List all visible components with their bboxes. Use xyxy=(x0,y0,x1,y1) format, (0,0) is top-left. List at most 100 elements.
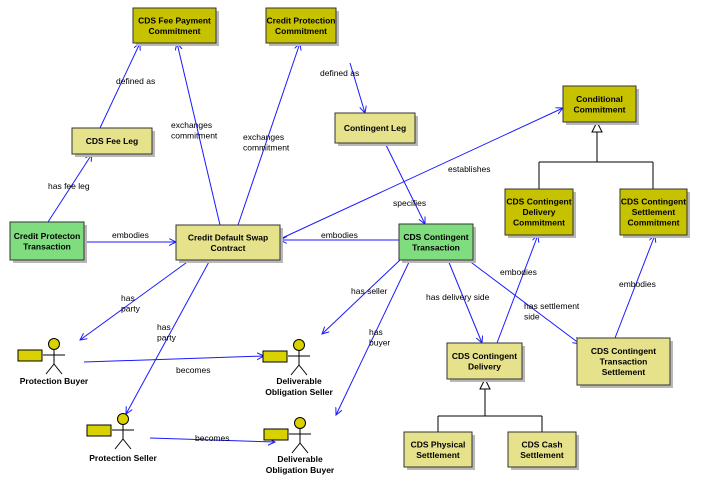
actor-left-leg xyxy=(290,364,300,376)
actor-left-leg xyxy=(114,438,124,450)
actor-label-line: Obligation Seller xyxy=(265,387,333,397)
node-label-line: Credit Default Swap xyxy=(188,232,268,242)
edge-label-embodies-settlement: embodies xyxy=(619,279,656,289)
actor-protection-seller: Protection Seller xyxy=(86,413,157,463)
actor-tag-rect xyxy=(17,349,43,362)
node-label-line: Settlement xyxy=(520,450,564,460)
edge-label-becomes-1: becomes xyxy=(176,365,211,375)
edge-label-embodies-right: embodies xyxy=(321,230,358,240)
node-label-line: CDS Contingent xyxy=(621,197,686,207)
edge-label-has-party: has xyxy=(121,293,135,303)
node-label-line: CDS Fee Leg xyxy=(86,136,138,146)
node-label-line: Settlement xyxy=(416,450,460,460)
edge-labels: defined as defined as exchanges commitment e… xyxy=(48,68,656,443)
node-label-line: Settlement xyxy=(602,367,646,377)
edge-label-exchanges-commitment-left: exchanges xyxy=(171,120,212,130)
actor-right-leg xyxy=(298,364,308,376)
actor-head-icon xyxy=(48,338,60,350)
node-label-line: Commitment xyxy=(574,104,626,114)
edge-label-embodies-left: embodies xyxy=(112,230,149,240)
node-label-line: Settlement xyxy=(632,207,676,217)
node-box xyxy=(562,85,637,123)
node-label-line: CDS Physical xyxy=(411,439,466,449)
actor-label-line: Protection Buyer xyxy=(20,376,89,386)
association-edge-3 xyxy=(177,43,221,226)
node-box xyxy=(504,188,574,236)
node-label-line: Contract xyxy=(211,243,246,253)
node-box xyxy=(334,112,416,144)
edge-label-has-fee-leg: has fee leg xyxy=(48,181,90,191)
edge-label-has-party-2: has xyxy=(157,322,171,332)
node-label-line: CDS Contingent xyxy=(452,351,517,361)
node-box xyxy=(132,7,217,44)
actor-label-line: Obligation Buyer xyxy=(266,465,335,475)
association-edge-18 xyxy=(496,235,538,344)
node-label-line: Delivery xyxy=(468,361,501,371)
actor-head-icon xyxy=(293,339,305,351)
association-edge-19 xyxy=(614,235,655,339)
node-box xyxy=(265,7,337,44)
node-label-line: CDS Contingent xyxy=(506,197,571,207)
actor-head-icon xyxy=(294,417,306,429)
node-label-line: CDS Cash xyxy=(521,439,562,449)
edge-label-has-party-2: party xyxy=(157,333,177,343)
actor-right-leg xyxy=(299,442,309,454)
association-edge-6 xyxy=(279,108,563,240)
node-label-line: Commitment xyxy=(275,26,327,36)
node-cds-fee-leg: CDS Fee Leg xyxy=(71,127,155,157)
edge-label-becomes-2: becomes xyxy=(195,433,230,443)
node-box xyxy=(175,224,281,261)
node-label-line: Commitment xyxy=(513,218,565,228)
node-label-line: Commitment xyxy=(149,26,201,36)
association-edge-5 xyxy=(47,154,92,223)
cds-contingent-delivery-specializations xyxy=(437,377,543,432)
edge-label-defined-as-contingent: defined as xyxy=(320,68,359,78)
edge-label-specifies: specifies xyxy=(393,198,426,208)
node-label-line: CDS Fee Payment xyxy=(138,15,211,25)
node-label-line: CDS Contingent xyxy=(403,232,468,242)
node-label-line: Commitment xyxy=(628,218,680,228)
actor-right-leg xyxy=(53,363,63,375)
edge-label-has-party: party xyxy=(121,304,141,314)
actor-label-line: Protection Seller xyxy=(89,453,157,463)
edge-label-has-buyer: has xyxy=(369,327,383,337)
edge-label-has-settlement-side: has settlement xyxy=(524,301,580,311)
node-box xyxy=(507,431,577,468)
node-label-line: Transaction xyxy=(600,357,648,367)
generalization-edges xyxy=(437,120,654,432)
node-label-line: Transaction xyxy=(412,242,460,252)
actor-left-leg xyxy=(291,442,301,454)
actor-tag-rect xyxy=(86,424,112,437)
node-box xyxy=(619,188,688,236)
edge-label-defined-as-fee: defined as xyxy=(116,76,155,86)
node-label-line: CDS Contingent xyxy=(591,346,656,356)
node-label-line: Credit Protection xyxy=(267,15,336,25)
edge-label-has-delivery-side: has delivery side xyxy=(426,292,490,302)
node-box xyxy=(398,223,474,261)
node-box xyxy=(446,342,523,380)
association-edge-1 xyxy=(99,43,140,129)
association-edge-11 xyxy=(126,259,211,414)
edge-label-exchanges-commitment-right: commitment xyxy=(243,143,290,153)
node-box xyxy=(9,221,85,261)
association-edge-16 xyxy=(447,259,482,343)
generalization-triangle-icon xyxy=(591,120,603,133)
node-label-line: Credit Protecton xyxy=(14,231,81,241)
edge-label-establishes: establishes xyxy=(448,164,491,174)
actor-head-icon xyxy=(117,413,129,425)
node-box xyxy=(576,337,671,386)
node-box xyxy=(403,431,473,468)
node-label-line: Delivery xyxy=(522,207,555,217)
